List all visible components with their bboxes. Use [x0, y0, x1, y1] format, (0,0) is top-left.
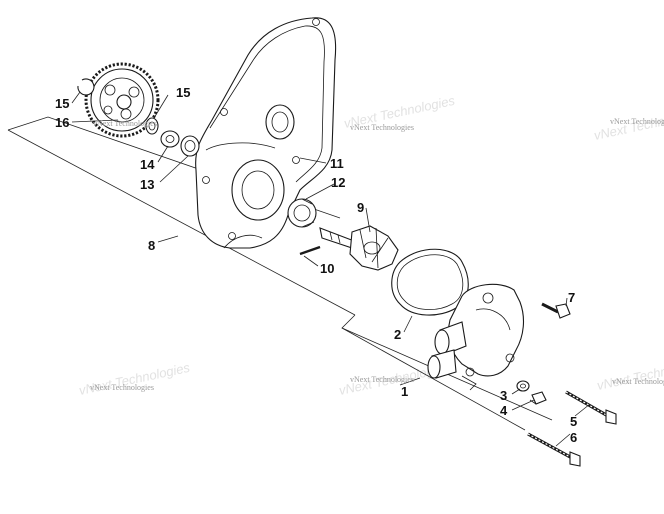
watermark-label: vNext Technologies	[612, 377, 664, 386]
callout-12: 12	[331, 175, 345, 190]
callout-8: 8	[148, 238, 155, 253]
callout-13: 13	[140, 177, 154, 192]
watermark-label: vNext Technologies	[93, 119, 157, 128]
callout-5: 5	[570, 414, 577, 429]
bolt-part-5	[565, 390, 617, 425]
small-gear-part-15	[145, 117, 159, 135]
callout-15: 15	[55, 96, 69, 111]
callout-4: 4	[500, 403, 508, 418]
bolt-part-7	[541, 302, 571, 319]
circlip-part-15	[77, 78, 95, 96]
bearing-part-13	[180, 135, 200, 157]
watermark-ghost: vNext Technologies	[596, 355, 664, 393]
callout-1: 1	[401, 384, 408, 399]
washer-part-3	[516, 380, 530, 392]
drive-gear-part-16	[84, 62, 160, 138]
watermark-label: vNext Technologies	[610, 117, 664, 126]
callout-labels: 15 16 15 14 13 11 12 8 9 10 7 2 1 3 4 5 …	[55, 85, 577, 445]
callout-6: 6	[570, 430, 577, 445]
watermark-label: vNext Technologies	[90, 383, 154, 392]
callout-7: 7	[568, 290, 575, 305]
callout-10: 10	[320, 261, 334, 276]
watermark-labels: vNext Technologies vNext Technologies vN…	[90, 117, 664, 392]
gear-cover-part-11	[195, 17, 337, 249]
callout-14: 14	[140, 157, 155, 172]
pin-part-10	[299, 245, 321, 256]
gasket-part-2	[391, 248, 469, 316]
callout-2: 2	[394, 327, 401, 342]
bolt-part-4	[529, 391, 547, 405]
watermark-label: vNext Technologies	[350, 123, 414, 132]
callout-11: 11	[330, 156, 344, 171]
watermark-label: vNext Technologies	[350, 375, 414, 384]
watermark-ghost: vNext Technologies	[78, 360, 192, 398]
callout-9: 9	[357, 200, 364, 215]
callout-3: 3	[500, 388, 507, 403]
washer-part-14	[160, 130, 180, 148]
callout-16: 16	[55, 115, 69, 130]
bolt-part-6	[527, 432, 581, 467]
pump-housing-part-1	[427, 283, 525, 391]
leader-lines	[71, 91, 591, 447]
seal-part-12	[287, 198, 317, 228]
impeller-shaft-part-9	[319, 225, 399, 271]
callout-15: 15	[176, 85, 190, 100]
